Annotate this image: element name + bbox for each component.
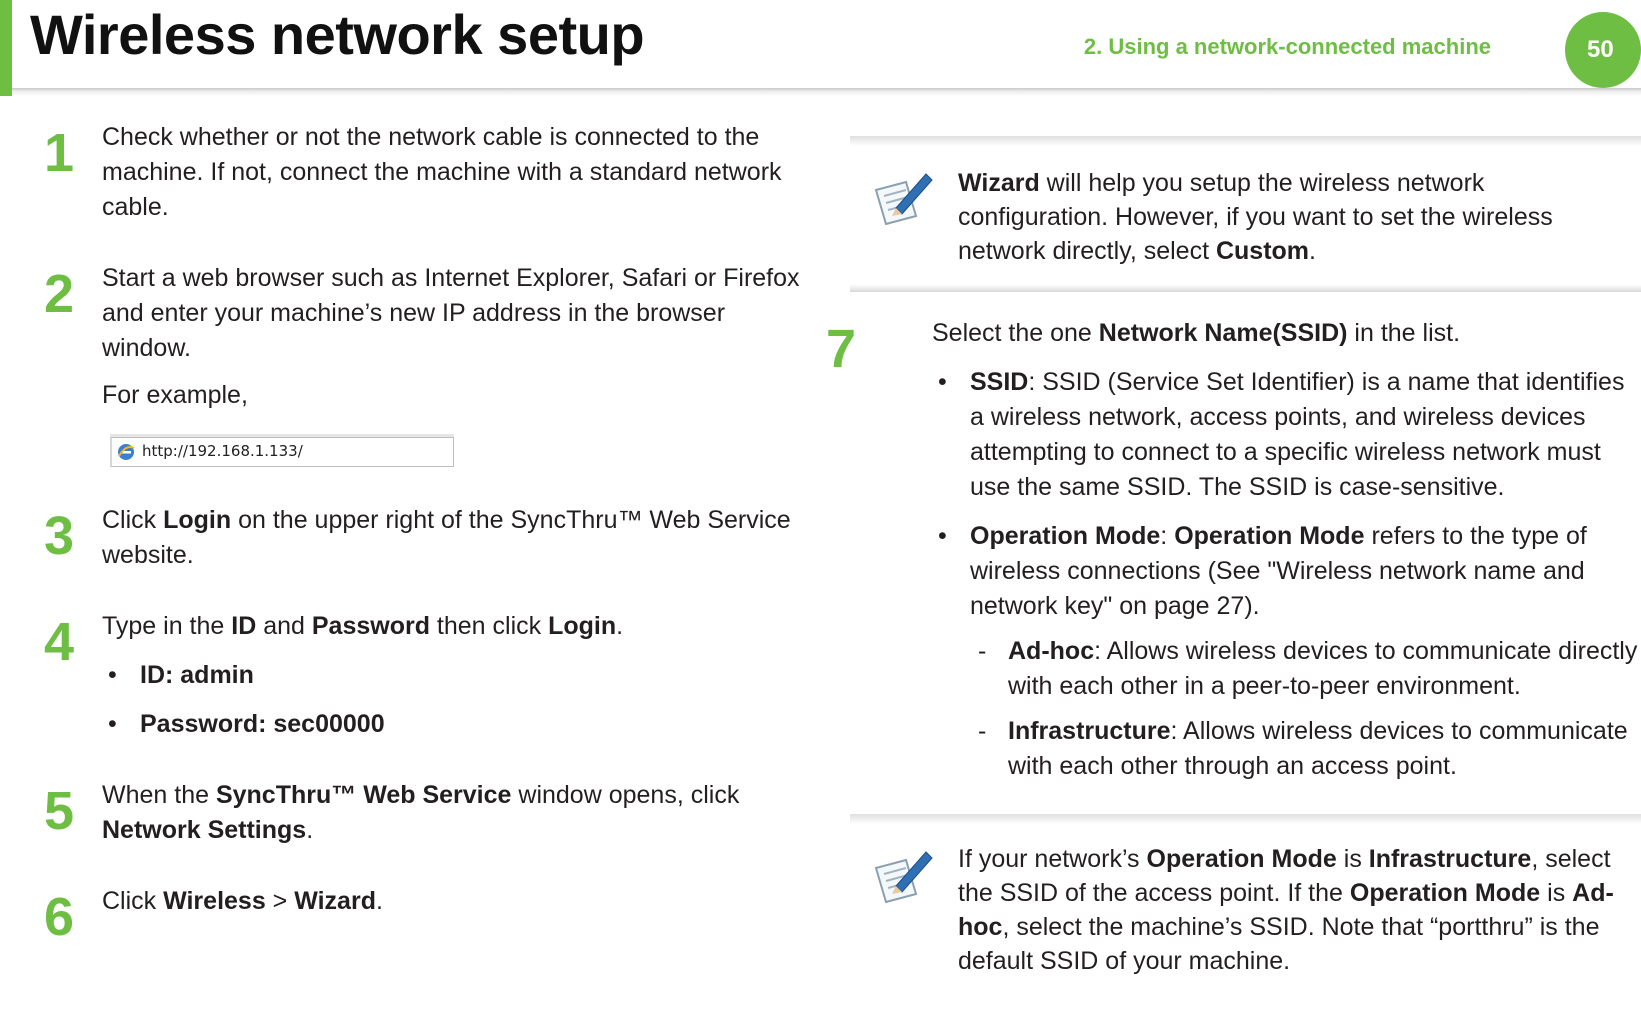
bullet-id: •ID: admin [108,661,254,689]
url-text: http://192.168.1.133/ [142,442,303,460]
step-text: Type in the ID and Password then click L… [102,612,624,640]
bullet-password: •Password: sec00000 [108,710,385,738]
bullet-operation-mode: •Operation Mode: Operation Mode refers t… [932,519,1641,784]
step-number: 1 [44,123,75,183]
step-3: 3 Click Login on the upper right of the … [0,503,810,573]
note-divider-top [850,814,1641,824]
step-text: Click Login on the upper right of the Sy… [102,506,791,569]
step-text: Select the one Network Name(SSID) in the… [932,319,1461,347]
header-divider [12,88,1641,96]
step-7: 7 Select the one Network Name(SSID) in t… [826,316,1641,784]
note-divider-top [850,136,1641,146]
page-title: Wireless network setup [30,3,645,66]
note-divider-bottom [850,284,1641,292]
step-6: 6 Click Wireless > Wizard. [0,884,810,944]
step-1: 1 Check whether or not the network cable… [0,120,810,225]
left-column: 1 Check whether or not the network cable… [0,120,810,944]
step-number: 4 [44,612,75,672]
page-number-badge: 50 [1565,12,1641,88]
step-text: Check whether or not the network cable i… [102,123,782,221]
step-number: 6 [44,887,75,947]
step-number: 2 [44,264,75,324]
step-text: Start a web browser such as Internet Exp… [102,264,800,362]
step-5: 5 When the SyncThru™ Web Service window … [0,778,810,848]
step-number: 3 [44,506,75,566]
note-text: Wizard will help you setup the wireless … [958,169,1553,265]
note-wizard: Wizard will help you setup the wireless … [850,146,1641,284]
step-4: 4 Type in the ID and Password then click… [0,609,810,742]
dash-infrastructure: -Infrastructure: Allows wireless devices… [978,717,1628,780]
note-infrastructure: If your network’s Operation Mode is Infr… [850,824,1641,978]
right-column: Wizard will help you setup the wireless … [826,136,1641,978]
header-accent-bar [0,0,12,96]
step-text: Click Wireless > Wizard. [102,887,383,915]
dash-adhoc: -Ad-hoc: Allows wireless devices to comm… [978,637,1638,700]
note-pencil-icon [874,173,933,226]
ie-icon [118,444,135,460]
example-label: For example, [102,381,248,409]
step-text: When the SyncThru™ Web Service window op… [102,781,740,844]
step-number: 7 [826,319,857,379]
bullet-ssid: •SSID: SSID (Service Set Identifier) is … [938,368,1625,501]
step-2: 2 Start a web browser such as Internet E… [0,261,810,467]
address-bar-example: http://192.168.1.133/ [110,437,454,467]
note-text: If your network’s Operation Mode is Infr… [958,845,1614,975]
note-pencil-icon [874,851,933,904]
chapter-title: 2. Using a network-connected machine [1083,34,1491,59]
step-number: 5 [44,781,75,841]
